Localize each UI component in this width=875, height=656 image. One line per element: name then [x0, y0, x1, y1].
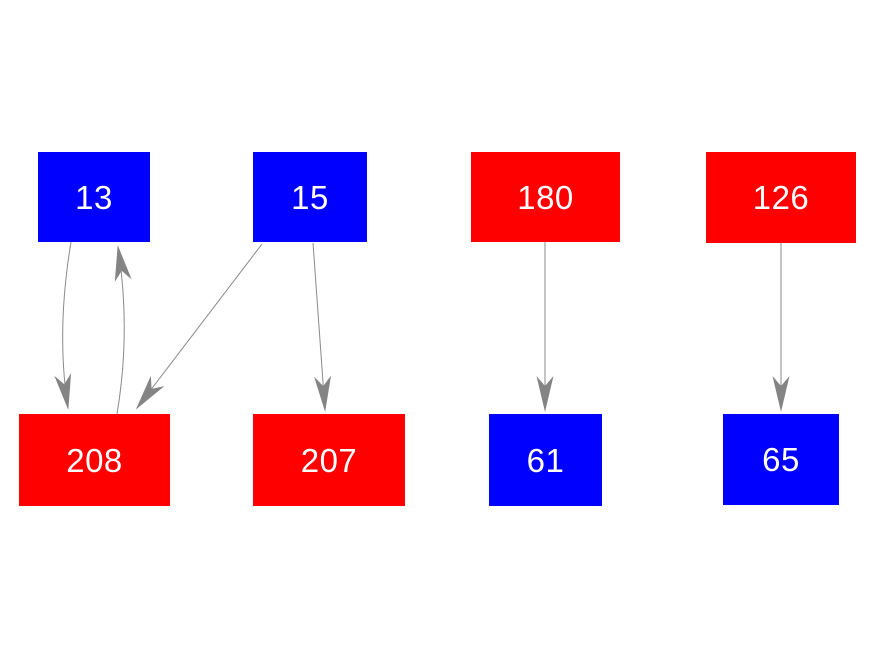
node-208: 208 — [19, 414, 170, 506]
edge-208-to-13 — [114, 245, 132, 415]
node-label: 208 — [66, 441, 123, 479]
edge-15-to-207 — [312, 242, 332, 412]
node-126: 126 — [706, 152, 856, 243]
node-label: 61 — [526, 441, 565, 479]
edge-13-to-208 — [54, 241, 72, 410]
node-207: 207 — [253, 414, 405, 506]
node-15: 15 — [253, 152, 367, 242]
node-13: 13 — [38, 152, 150, 242]
node-label: 13 — [75, 178, 113, 216]
node-label: 65 — [762, 441, 800, 478]
node-label: 126 — [752, 179, 810, 216]
edge-15-to-208 — [135, 243, 263, 410]
node-180: 180 — [471, 152, 620, 242]
node-label: 15 — [291, 178, 329, 216]
node-label: 207 — [300, 441, 358, 479]
node-label: 180 — [517, 178, 574, 216]
node-65: 65 — [723, 414, 839, 505]
node-61: 61 — [489, 414, 602, 506]
